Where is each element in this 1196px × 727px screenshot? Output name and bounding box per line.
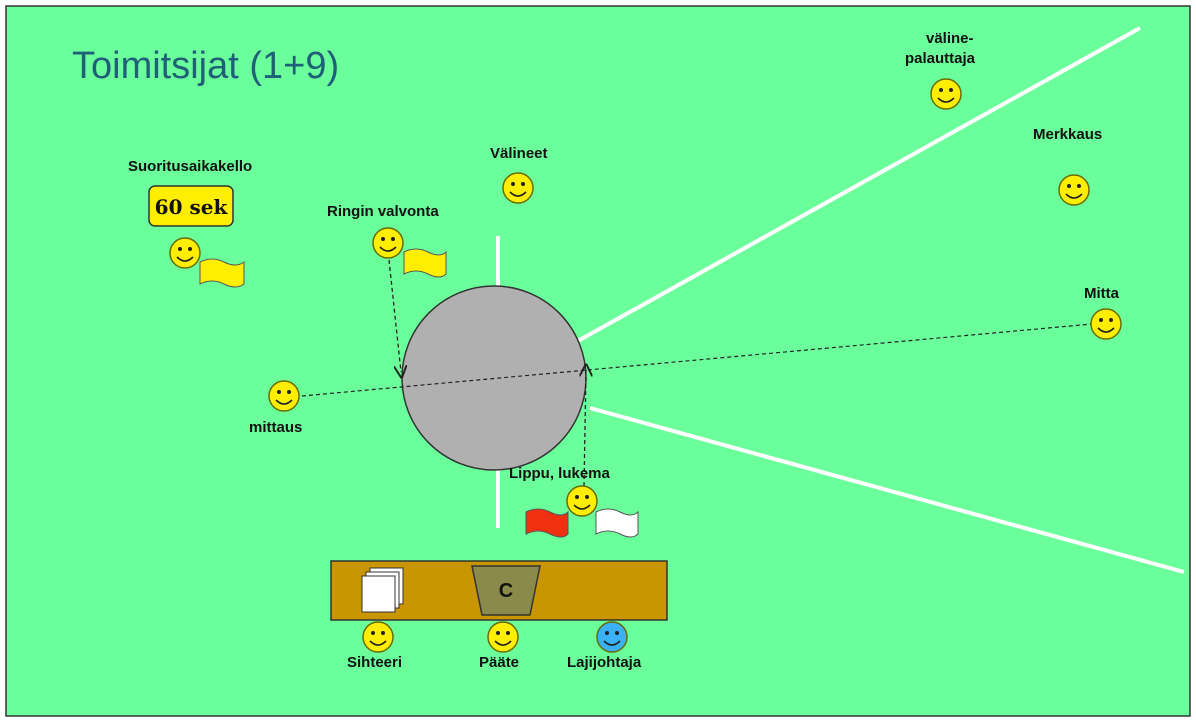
- sihteeri-label: Sihteeri: [347, 654, 402, 671]
- merkkaus-smiley: [1058, 174, 1090, 206]
- valinepalauttaja-label-line1: väline-: [926, 30, 974, 47]
- sihteeri-smiley: [362, 621, 394, 653]
- ringin-valvonta-smiley: [372, 227, 404, 259]
- valinepalauttaja-label-line2: palauttaja: [905, 50, 976, 67]
- sector-line-lower: [589, 406, 1185, 574]
- bin-icon: [471, 565, 541, 616]
- sector-line-upper: [575, 26, 1141, 344]
- timer-official-smiley: [169, 237, 201, 269]
- flag-reader-arrow: [584, 370, 586, 487]
- valineet-label: Välineet: [490, 145, 548, 162]
- bin-label: C: [499, 580, 513, 602]
- ringin-valvonta-flag: [403, 248, 447, 278]
- timer-value: 60 sek: [155, 195, 229, 219]
- timer-box: [148, 185, 234, 227]
- valinepalauttaja-smiley: [930, 78, 962, 110]
- page-title: Toimitsijat (1+9): [72, 45, 339, 87]
- papers-icon: [361, 567, 404, 613]
- red-flag: [525, 508, 569, 538]
- timer-heading: Suoritusaikakello: [128, 158, 252, 175]
- ringin-valvonta-label: Ringin valvonta: [327, 203, 439, 220]
- timer-flag-yellow: [199, 258, 245, 288]
- mittaus-label: mittaus: [249, 419, 302, 436]
- mitta-smiley: [1090, 308, 1122, 340]
- lajijohtaja-smiley: [596, 621, 628, 653]
- mittaus-smiley: [268, 380, 300, 412]
- lippu-lukema-smiley: [566, 485, 598, 517]
- paate-label: Pääte: [479, 654, 519, 671]
- paate-smiley: [487, 621, 519, 653]
- measurement-lines: [301, 259, 1093, 487]
- valineet-smiley: [502, 172, 534, 204]
- mitta-label: Mitta: [1084, 285, 1120, 302]
- white-flag: [595, 508, 639, 538]
- field-lines: [496, 26, 1185, 574]
- ring-watch-arrow: [388, 259, 401, 372]
- merkkaus-label: Merkkaus: [1033, 126, 1102, 143]
- measure-line: [301, 323, 1093, 397]
- lippu-lukema-label: Lippu, lukema: [509, 465, 611, 482]
- lajijohtaja-label: Lajijohtaja: [567, 654, 642, 671]
